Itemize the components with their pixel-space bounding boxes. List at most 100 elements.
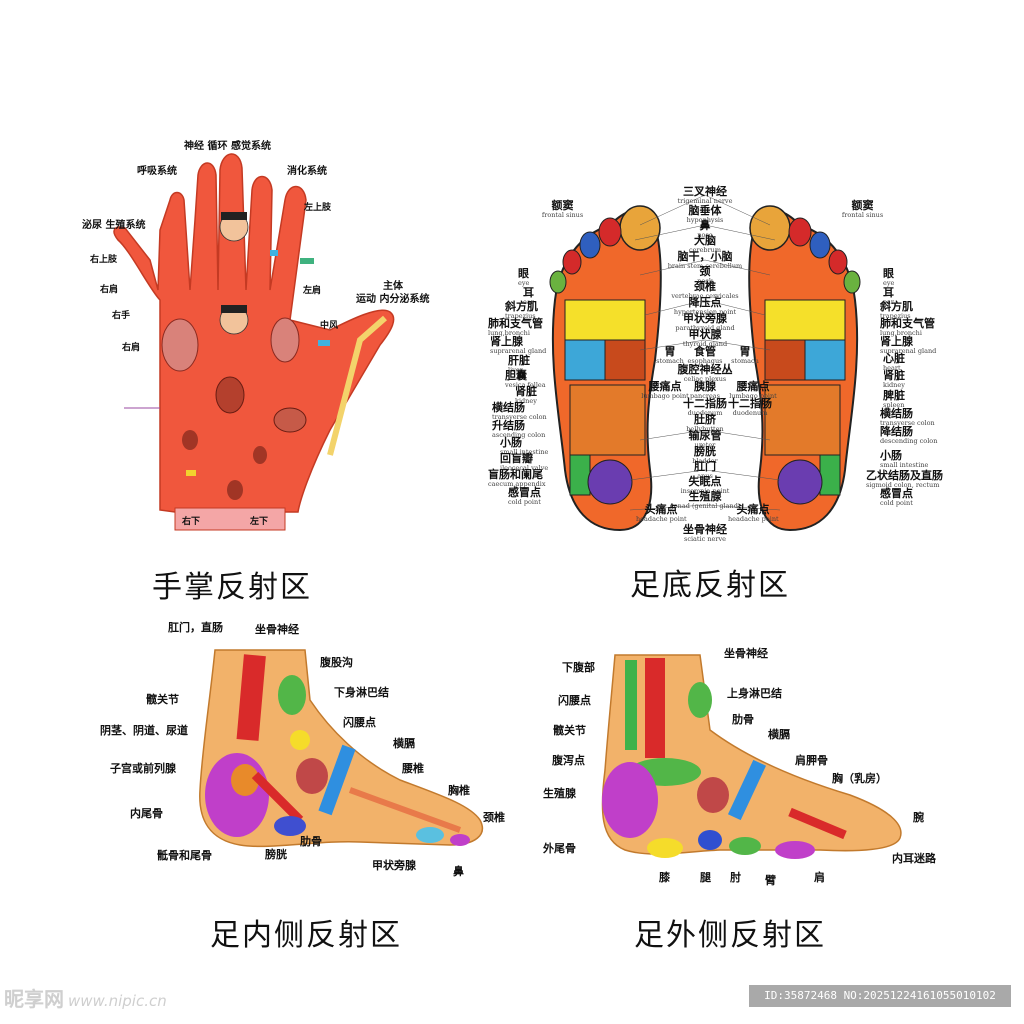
palm-caption: 手掌反射区: [152, 570, 312, 605]
outer-label-hip: 髋关节: [553, 724, 586, 737]
inner-label-sciatic: 坐骨神经: [255, 623, 299, 636]
outer-label-diaphragm: 横膈: [768, 728, 790, 741]
palm-label-top: 神经 循环 感觉系统: [184, 141, 271, 152]
outer-label-sciatic: 坐骨神经: [724, 647, 768, 660]
outer-caption: 足外侧反射区: [634, 918, 826, 953]
outer-label-upper-lymph: 上身淋巴结: [727, 687, 782, 700]
inner-label-groin: 腹股沟: [320, 656, 353, 669]
outer-label-gonad: 生殖腺: [543, 787, 576, 800]
outer-label-arm: 臂: [765, 874, 776, 887]
outer-label-diarrhea: 腹泻点: [552, 754, 585, 767]
outer-label-flash-waist: 闪腰点: [558, 694, 591, 707]
palm-label-right-hand: 右手: [112, 311, 131, 321]
inner-label-thoracic: 胸椎: [448, 784, 470, 797]
outer-label-coccyx-outer: 外尾骨: [543, 842, 576, 855]
inner-label-coccyx-inner: 内尾骨: [130, 807, 163, 820]
inner-label-lower-lymph: 下身淋巴结: [334, 686, 389, 699]
palm-label-left-upper: 右上肢: [90, 255, 118, 265]
palm-label-respiratory: 呼吸系统: [137, 166, 177, 177]
palm-label-main: 主体: [383, 281, 403, 292]
inner-label-hip: 髋关节: [146, 693, 179, 706]
palm-label-digestive: 消化系统: [287, 166, 327, 177]
outer-label-inner-ear: 内耳迷路: [892, 852, 936, 865]
outer-label-scapula: 肩胛骨: [795, 754, 828, 767]
palm-illustration: [113, 153, 395, 531]
outer-label-lower-abdomen: 下腹部: [562, 661, 595, 674]
watermark-brand: 昵享网: [4, 987, 64, 1011]
palm-label-bottom-left: 右下: [182, 517, 201, 527]
watermark-url: www.nipic.cn: [68, 992, 167, 1010]
palm-label-mid: 中风: [320, 321, 339, 331]
inner-label-diaphragm: 横膈: [393, 737, 415, 750]
outer-label-chest: 胸（乳房）: [832, 772, 887, 785]
inner-label-uterus: 子宫或前列腺: [110, 762, 176, 775]
outer-label-wrist: 腕: [913, 811, 924, 824]
palm-label-urinary: 泌尿 生殖系统: [82, 220, 146, 231]
outer-label-leg: 腿: [700, 871, 711, 884]
inner-label-cervical: 颈椎: [483, 811, 505, 824]
palm-label-motor: 运动 内分泌系统: [356, 294, 430, 305]
inner-label-bladder: 膀胱: [265, 848, 287, 861]
outer-label-shoulder: 肩: [814, 871, 825, 884]
outer-label-knee: 膝: [659, 871, 670, 884]
inner-label-genital: 阴茎、阴道、尿道: [100, 724, 188, 737]
palm-label-right-lung: 右肩: [122, 343, 141, 353]
palm-label-bottom-right: 左下: [250, 517, 269, 527]
outer-label-rib: 肋骨: [732, 713, 754, 726]
sole-caption: 足底反射区: [630, 568, 790, 603]
palm-label-left-lung: 左肩: [303, 286, 322, 296]
palm-panel: [0, 0, 512, 560]
outer-label-elbow: 肘: [730, 871, 741, 884]
inner-label-flash-waist: 闪腰点: [343, 716, 376, 729]
palm-label-left-upper-2: 左上肢: [304, 203, 332, 213]
inner-label-sacrum: 骶骨和尾骨: [157, 849, 212, 862]
inner-caption: 足内侧反射区: [210, 918, 402, 953]
inner-label-anus-rectum: 肛门，直肠: [168, 621, 223, 634]
